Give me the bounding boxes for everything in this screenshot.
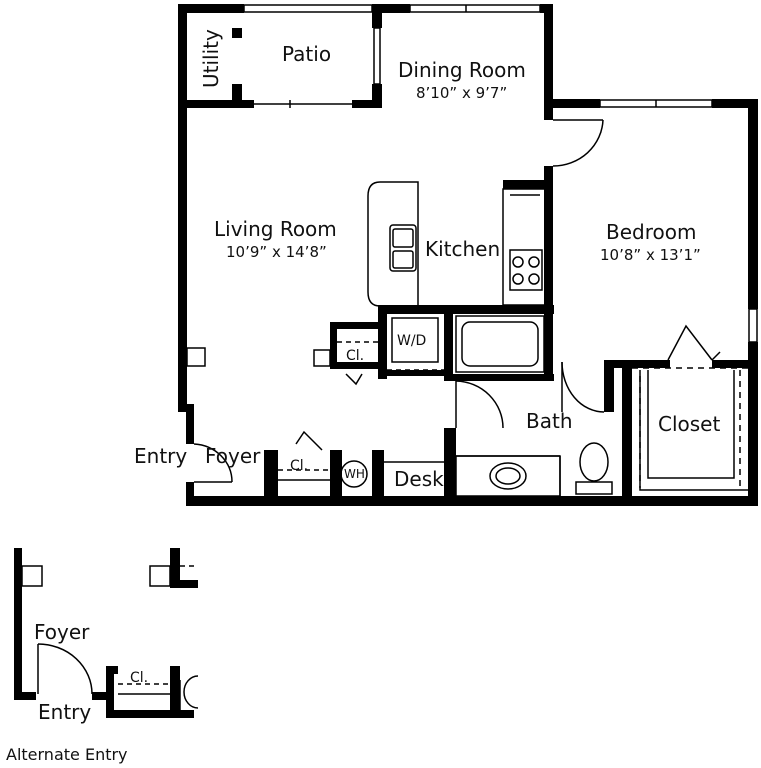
kitchen-label: Kitchen <box>425 237 500 261</box>
water-heater-label: WH <box>344 467 365 481</box>
kitchen-sink-icon <box>389 224 417 272</box>
alternate-foyer-label: Foyer <box>34 620 90 644</box>
exterior-walls <box>178 4 758 506</box>
bathtub-icon <box>455 315 545 373</box>
alternate-entry-inset: Foyer Entry Cl. Alternate Entry <box>6 548 199 764</box>
entry-label: Entry <box>134 444 187 468</box>
water-heater-icon <box>340 460 368 488</box>
washer-dryer-box <box>391 317 439 363</box>
washer-dryer-label: W/D <box>397 333 426 349</box>
dining-room-label: Dining Room <box>398 58 526 82</box>
living-room-dimensions: 10’9” x 14’8” <box>226 243 327 261</box>
patio-label: Patio <box>282 42 331 66</box>
bedroom-label: Bedroom <box>606 220 696 244</box>
alternate-entry-caption: Alternate Entry <box>6 745 128 764</box>
desk-label: Desk <box>394 467 444 491</box>
fixtures <box>340 224 613 497</box>
closet-short-label-2: Cl. <box>290 458 308 474</box>
bedroom-dimensions: 10’8” x 13’1” <box>600 246 701 264</box>
stove-icon <box>509 249 543 291</box>
living-room-label: Living Room <box>214 217 337 241</box>
windows <box>243 4 758 343</box>
closet-label: Closet <box>658 412 720 436</box>
interior-walls <box>178 4 758 506</box>
utility-label: Utility <box>199 29 223 88</box>
bath-label: Bath <box>526 409 573 433</box>
alternate-closet-short-label: Cl. <box>130 670 148 686</box>
foyer-label: Foyer <box>205 444 261 468</box>
door-swings <box>186 119 721 483</box>
toilet-icon <box>575 442 613 495</box>
bath-sink-icon <box>489 462 527 490</box>
alternate-entry-label: Entry <box>38 700 91 724</box>
closet-short-label-1: Cl. <box>346 348 364 364</box>
dining-room-dimensions: 8’10” x 9’7” <box>416 84 507 102</box>
